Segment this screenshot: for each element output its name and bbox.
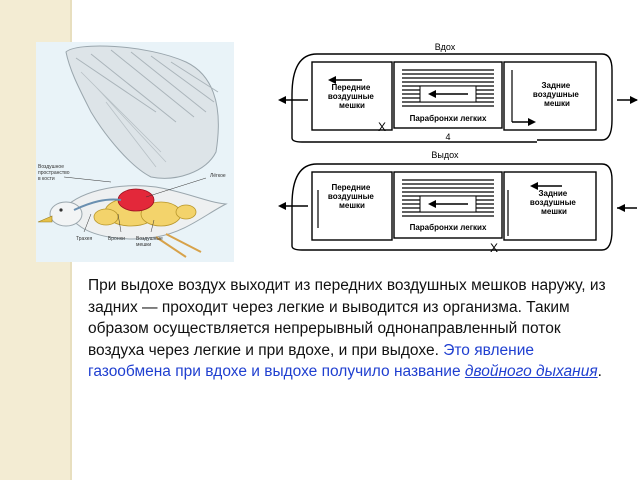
paragraph-part2: Это явление газообмена при вдохе и выдох… bbox=[88, 341, 534, 381]
label-lungs: Лёгкое bbox=[210, 173, 226, 179]
explanation-paragraph: При выдохе воздух выходит из передних во… bbox=[88, 275, 608, 383]
label-air-sacs-line1: Воздушные bbox=[136, 236, 163, 242]
bird-illustration: Воздушное пространство в кости Лёгкое Тр… bbox=[36, 42, 234, 262]
label-air-sacs-line2: мешки bbox=[136, 242, 152, 248]
inhale-rear-sacs-label: Задние воздушные мешки bbox=[533, 81, 581, 108]
exhale-title: Выдох bbox=[431, 150, 459, 160]
breathing-schema: Вдох Передние воздушные мешки Задние воз… bbox=[278, 42, 638, 254]
inhale-valve: X bbox=[378, 120, 386, 134]
paragraph-part1: При выдохе воздух выходит из передних во… bbox=[88, 277, 606, 359]
exhale-valve: X bbox=[490, 241, 498, 254]
label-bronchi: Бронхи bbox=[108, 236, 125, 242]
label-air-sacs: Воздушные мешки bbox=[136, 236, 163, 248]
label-air-space-line1: Воздушное bbox=[38, 164, 64, 170]
label-air-space: Воздушное пространство в кости bbox=[38, 164, 70, 182]
label-air-space-line2: пространство bbox=[38, 170, 70, 176]
bird-drawing bbox=[37, 45, 228, 258]
paragraph-end: . bbox=[597, 363, 602, 380]
exhale-front-sacs-label: Передние воздушные мешки bbox=[328, 183, 376, 210]
inhale-title: Вдох bbox=[435, 42, 456, 52]
inhale-number: 4 bbox=[445, 132, 450, 142]
label-trachea: Трахея bbox=[76, 236, 93, 242]
exhale-panel: Выдох Передние воздушные мешки Задние во… bbox=[278, 150, 637, 254]
inhale-panel: Вдох Передние воздушные мешки Задние воз… bbox=[278, 42, 638, 143]
inhale-lungs-label: Парабронхи легких bbox=[410, 114, 487, 123]
inhale-front-sacs-label: Передние воздушные мешки bbox=[328, 83, 376, 110]
exhale-lungs-label: Парабронхи легких bbox=[410, 223, 487, 232]
exhale-rear-sacs-label: Задние воздушные мешки bbox=[530, 189, 578, 216]
double-breathing-link[interactable]: двойного дыхания bbox=[464, 363, 598, 380]
label-air-space-line3: в кости bbox=[38, 176, 55, 182]
